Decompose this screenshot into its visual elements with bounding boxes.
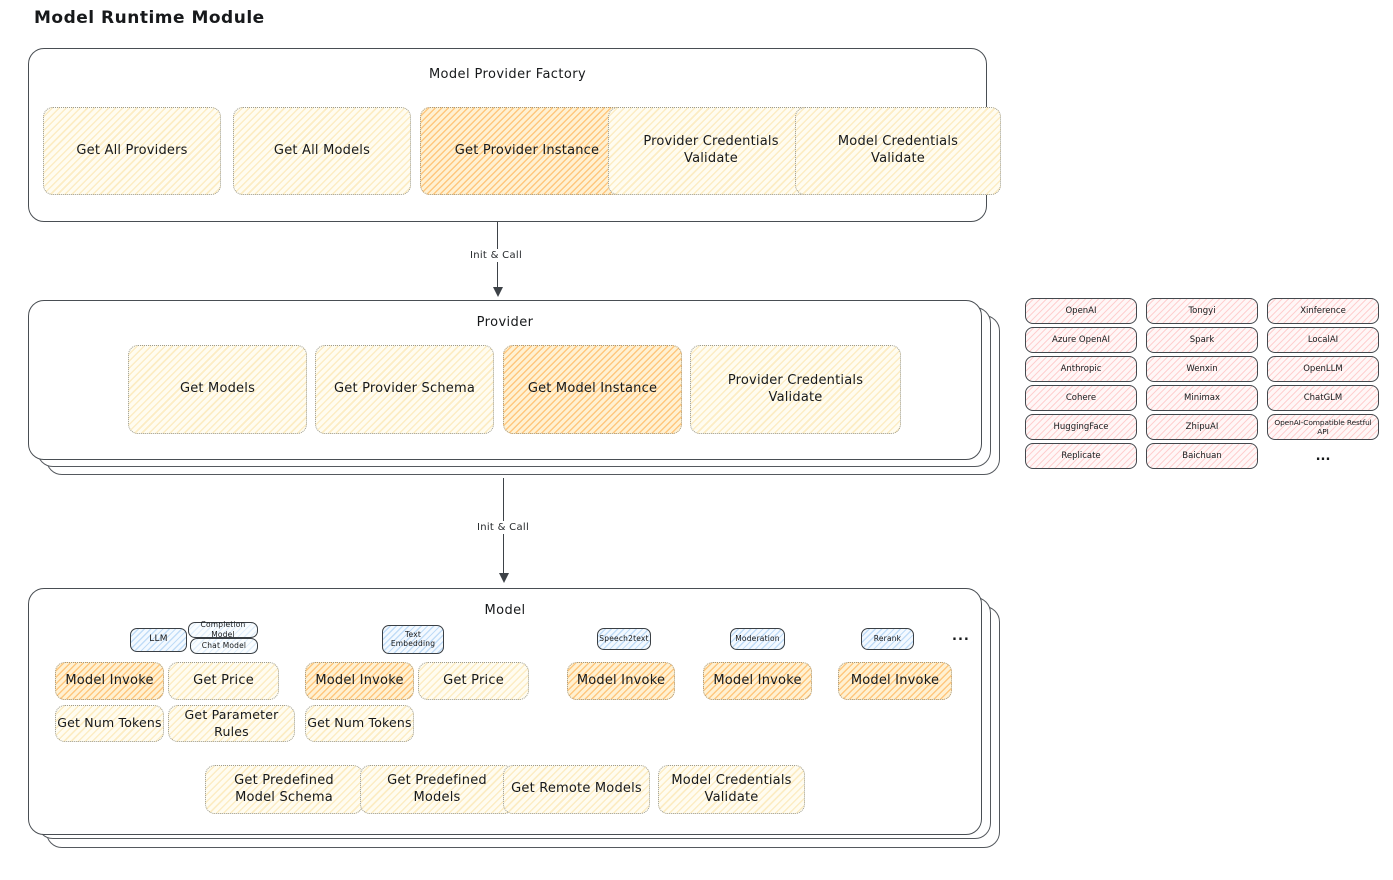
providers-ellipsis: ... <box>1315 448 1331 464</box>
node-get-predefined-models: Get Predefined Models <box>360 765 514 814</box>
provider-chip-azure-openai: Azure OpenAI <box>1025 327 1137 353</box>
provider-chip-localai: LocalAI <box>1267 327 1379 353</box>
arrow-down-icon <box>492 287 503 297</box>
tab-speech2text: Speech2text <box>597 628 651 650</box>
providers-grid: OpenAI Tongyi Xinference Azure OpenAI Sp… <box>1025 298 1379 469</box>
factory-title: Model Provider Factory <box>428 67 587 82</box>
node-get-model-instance: Get Model Instance <box>503 345 682 434</box>
node-model-credentials-validate-factory: Model Credentials Validate <box>795 107 1001 195</box>
provider-chip-openai: OpenAI <box>1025 298 1137 324</box>
node-model-invoke-moderation: Model Invoke <box>703 662 812 700</box>
provider-chip-huggingface: HuggingFace <box>1025 414 1137 440</box>
provider-chip-spark: Spark <box>1146 327 1258 353</box>
node-get-num-tokens-llm: Get Num Tokens <box>55 705 164 742</box>
tab-chat-model: Chat Model <box>190 638 258 654</box>
node-get-provider-schema: Get Provider Schema <box>315 345 494 434</box>
node-model-invoke-llm: Model Invoke <box>55 662 164 700</box>
node-provider-credentials-validate-factory: Provider Credentials Validate <box>608 107 814 195</box>
node-get-parameter-rules: Get Parameter Rules <box>168 705 295 742</box>
provider-chip-zhipuai: ZhipuAI <box>1146 414 1258 440</box>
provider-chip-tongyi: Tongyi <box>1146 298 1258 324</box>
provider-chip-openllm: OpenLLM <box>1267 356 1379 382</box>
tab-text-embedding: Text Embedding <box>382 625 444 654</box>
node-get-all-providers: Get All Providers <box>43 107 221 195</box>
provider-title: Provider <box>476 315 534 330</box>
page-title: Model Runtime Module <box>34 8 265 28</box>
provider-chip-wenxin: Wenxin <box>1146 356 1258 382</box>
node-model-invoke-rerank: Model Invoke <box>838 662 952 700</box>
provider-chip-anthropic: Anthropic <box>1025 356 1137 382</box>
node-get-all-models: Get All Models <box>233 107 411 195</box>
node-get-models: Get Models <box>128 345 307 434</box>
provider-chip-xinference: Xinference <box>1267 298 1379 324</box>
provider-chip-openai-compatible: OpenAI-Compatible Restful API <box>1267 414 1379 440</box>
node-get-predefined-model-schema: Get Predefined Model Schema <box>205 765 363 814</box>
provider-chip-cohere: Cohere <box>1025 385 1137 411</box>
model-title: Model <box>484 603 526 618</box>
provider-chip-baichuan: Baichuan <box>1146 443 1258 469</box>
tab-completion-model: Completion Model <box>188 620 258 639</box>
node-get-price-text-embedding: Get Price <box>418 662 529 700</box>
tab-llm: LLM <box>130 628 187 652</box>
tab-moderation: Moderation <box>730 628 785 650</box>
node-get-remote-models: Get Remote Models <box>503 765 650 814</box>
node-provider-credentials-validate-provider: Provider Credentials Validate <box>690 345 901 434</box>
node-get-provider-instance: Get Provider Instance <box>420 107 634 195</box>
init-call-label-2: Init & Call <box>471 521 535 534</box>
provider-chip-chatglm: ChatGLM <box>1267 385 1379 411</box>
provider-chip-replicate: Replicate <box>1025 443 1137 469</box>
init-call-label-1: Init & Call <box>464 249 528 262</box>
node-model-credentials-validate-model: Model Credentials Validate <box>658 765 805 814</box>
arrow-down-icon <box>498 573 509 583</box>
model-tabs-ellipsis: ... <box>952 629 970 644</box>
node-model-invoke-speech2text: Model Invoke <box>567 662 675 700</box>
node-get-price-llm: Get Price <box>168 662 279 700</box>
node-model-invoke-text-embedding: Model Invoke <box>305 662 414 700</box>
provider-chip-minimax: Minimax <box>1146 385 1258 411</box>
tab-rerank: Rerank <box>861 628 914 650</box>
node-get-num-tokens-text-embedding: Get Num Tokens <box>305 705 414 742</box>
